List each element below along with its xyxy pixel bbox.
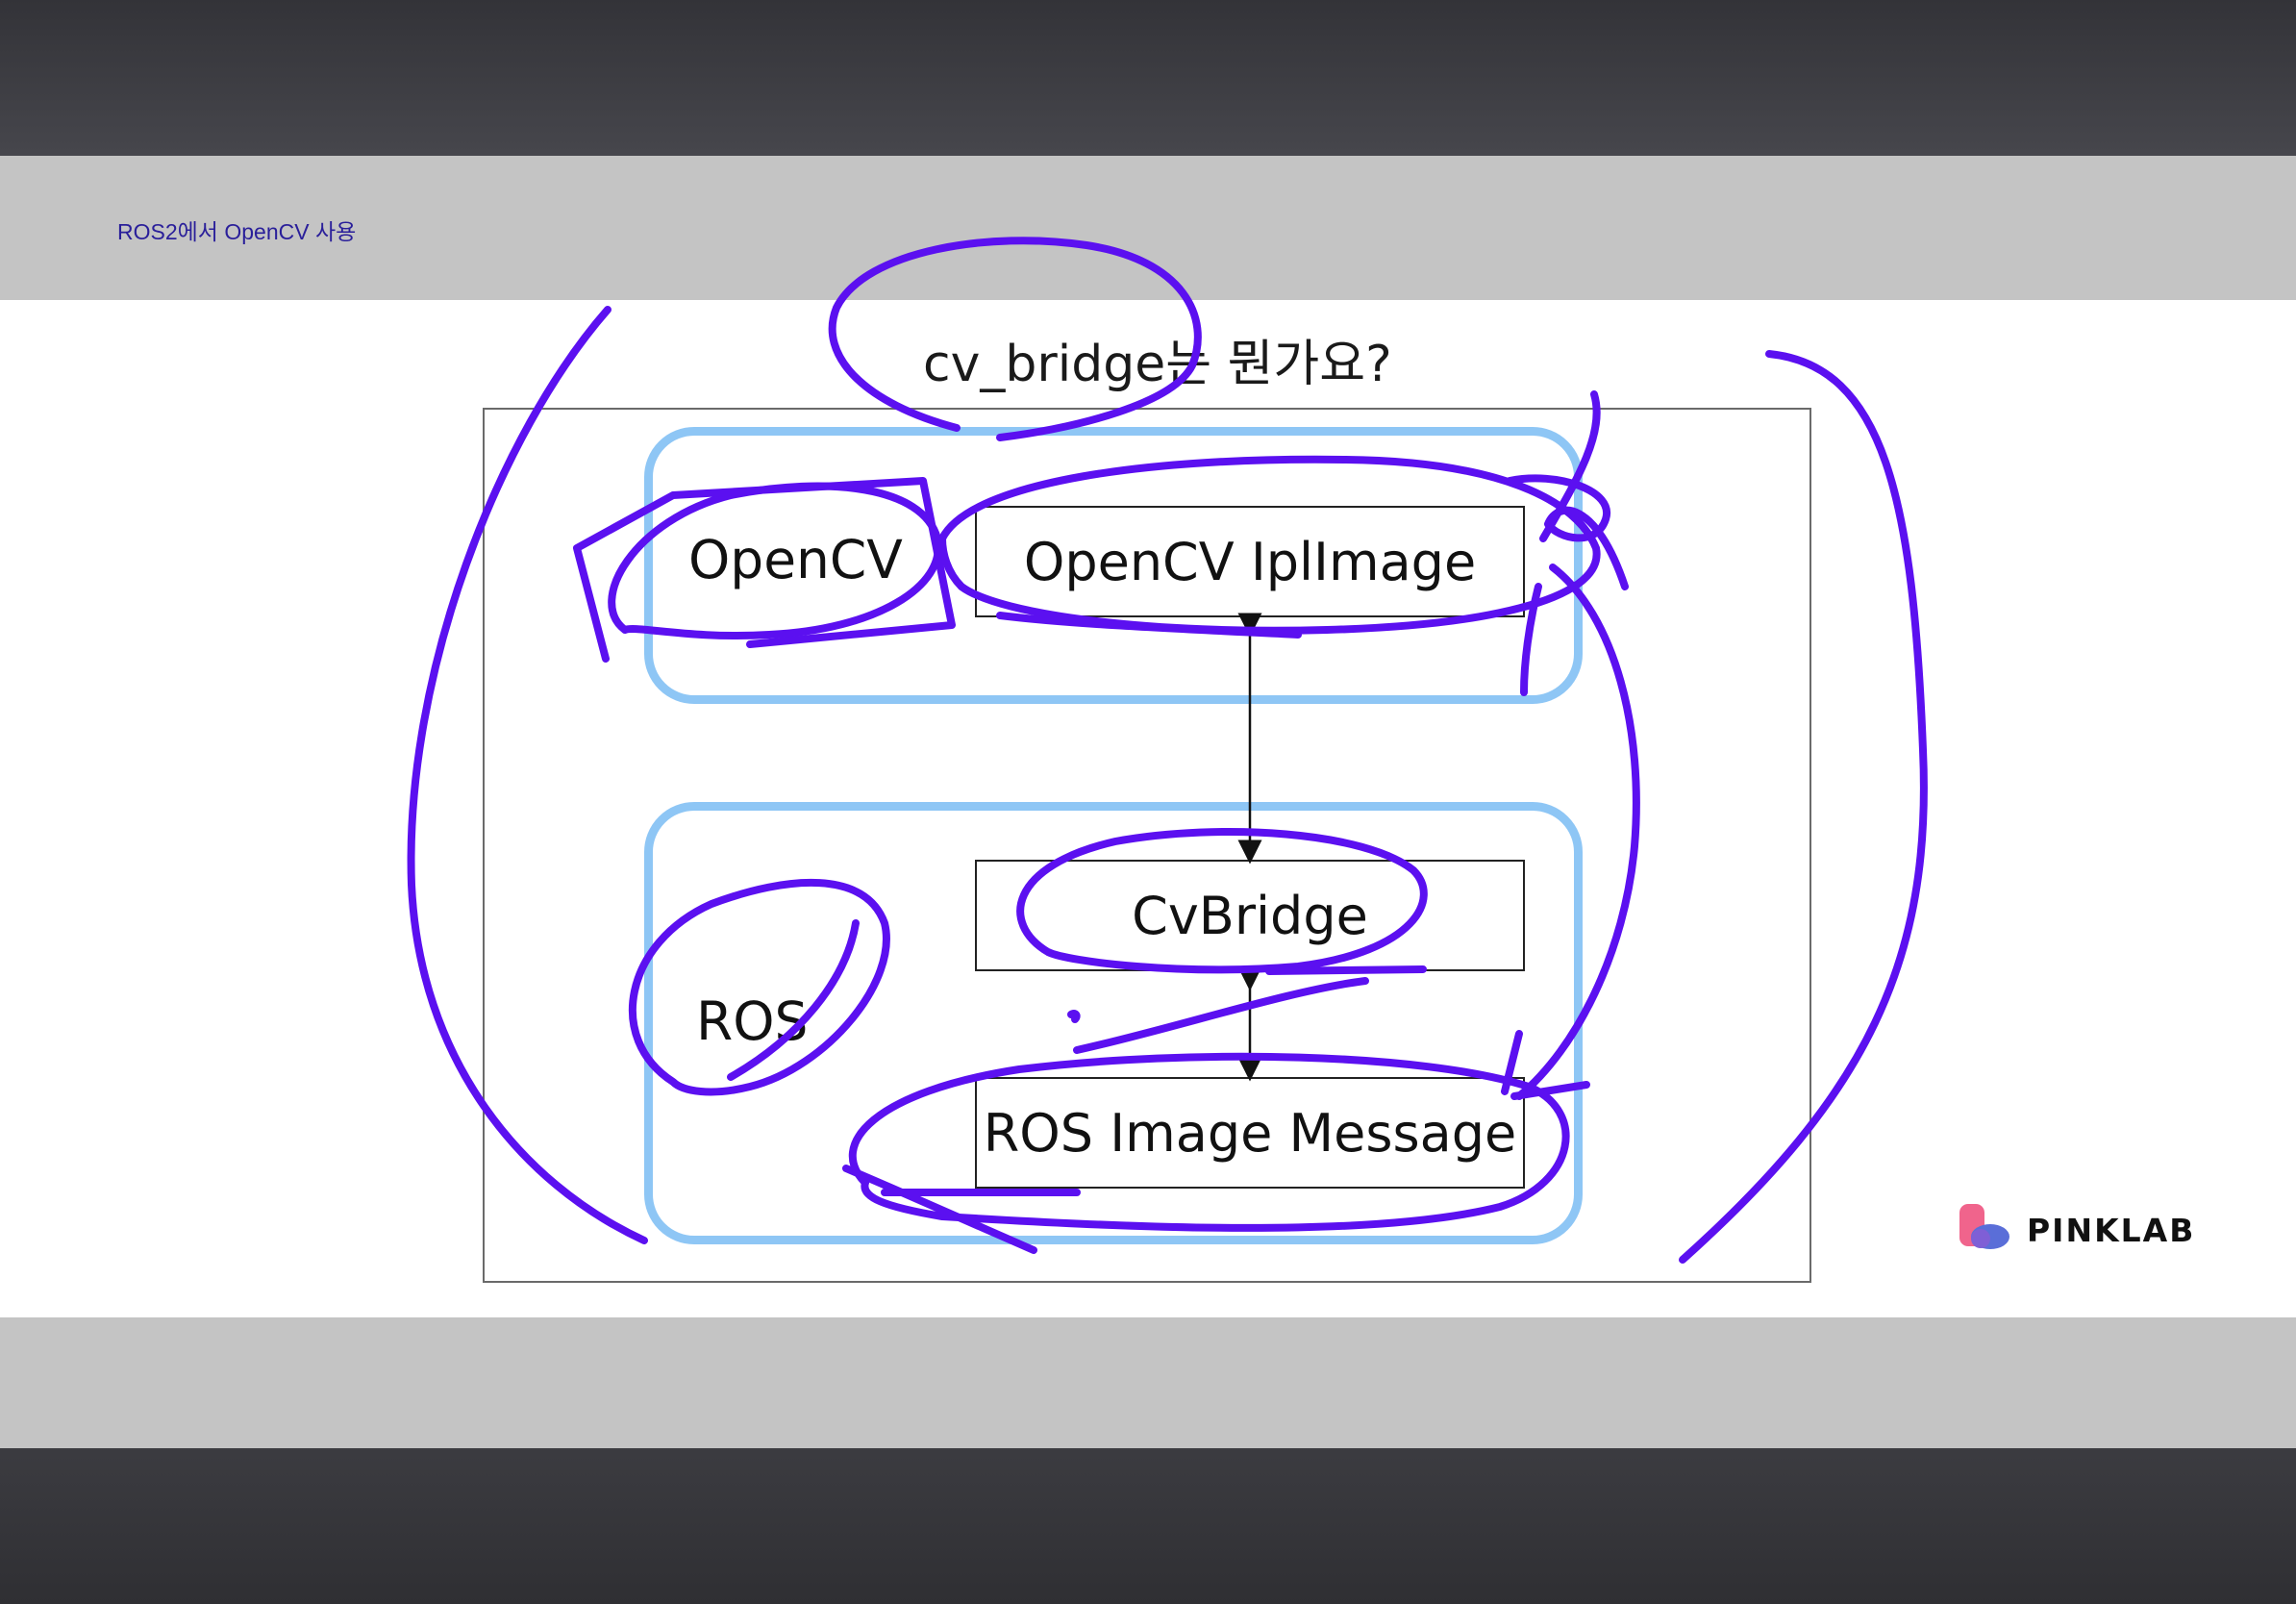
node-cvbridge: CvBridge bbox=[975, 860, 1525, 971]
slide-header-title: ROS2에서 OpenCV 사용 bbox=[117, 219, 357, 244]
node-opencv-iplimage: OpenCV IplImage bbox=[975, 506, 1525, 617]
slide-footer bbox=[0, 1317, 2296, 1448]
slide-header: ROS2에서 OpenCV 사용 bbox=[0, 156, 2296, 300]
pinklab-logo-icon bbox=[1959, 1204, 2009, 1249]
slide-question: cv_bridge는 뭔가요? bbox=[923, 336, 1392, 393]
pinklab-logo-text: PINKLAB bbox=[2027, 1212, 2196, 1249]
cluster-label-ros: ROS bbox=[696, 990, 809, 1052]
node-ros-image-message: ROS Image Message bbox=[975, 1077, 1525, 1189]
pinklab-logo: PINKLAB bbox=[1958, 1202, 2208, 1252]
cluster-label-opencv: OpenCV bbox=[688, 529, 903, 590]
